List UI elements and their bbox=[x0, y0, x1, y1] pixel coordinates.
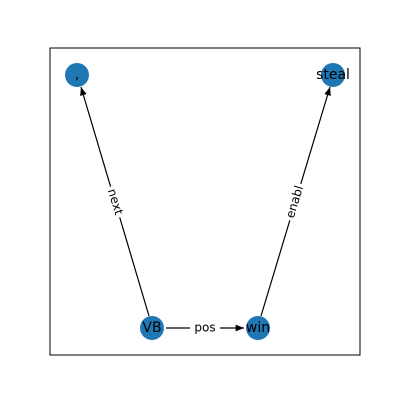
node-steal: steal bbox=[316, 63, 350, 87]
edge-label-next: next bbox=[102, 184, 128, 220]
node-win-label: win bbox=[246, 320, 270, 336]
node-steal-label: steal bbox=[316, 67, 350, 83]
node-win: win bbox=[246, 316, 270, 340]
edge-label-pos-text: pos bbox=[194, 321, 215, 335]
edge-label-enabl: enabl bbox=[281, 181, 309, 223]
node-vb-label: VB bbox=[142, 320, 161, 336]
edge-label-pos: pos bbox=[190, 320, 220, 336]
plot-frame bbox=[49, 47, 361, 356]
node-comma-label: , bbox=[75, 67, 79, 83]
node-vb: VB bbox=[140, 316, 164, 340]
node-comma: , bbox=[65, 63, 89, 87]
